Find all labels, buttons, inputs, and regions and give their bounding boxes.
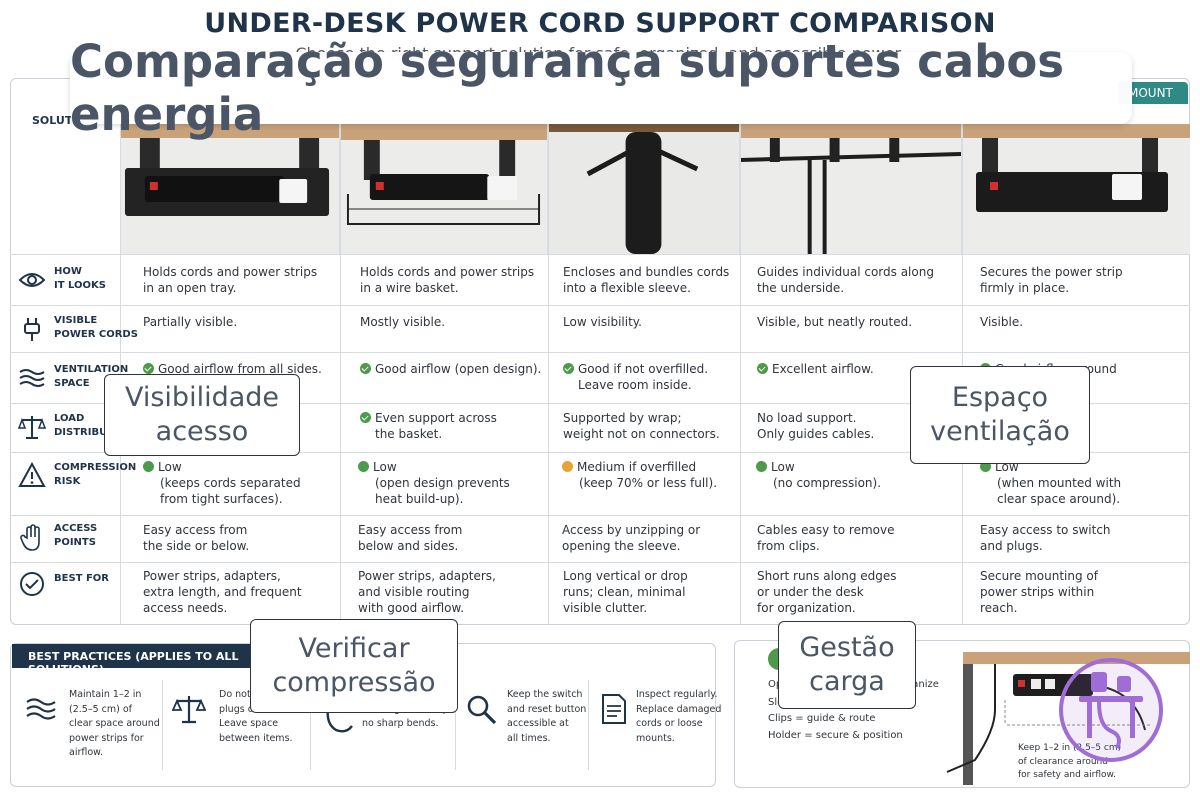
divider	[10, 305, 1190, 306]
check-icon	[563, 363, 574, 374]
divider	[10, 352, 1190, 353]
divider	[10, 403, 1190, 404]
table-cell: Good airflow (open design).	[360, 361, 541, 377]
status-dot	[358, 461, 369, 472]
legend-line: Op	[768, 679, 783, 690]
magnifier-icon	[464, 692, 498, 726]
table-cell: Visible, but neatly routed.	[757, 315, 913, 329]
status-dot	[143, 461, 154, 472]
document-icon	[597, 692, 631, 726]
callout-load: Gestão carga	[778, 621, 916, 709]
divider	[162, 680, 163, 770]
divider	[548, 124, 549, 624]
brand-logo	[1059, 658, 1163, 762]
plug-icon	[18, 315, 46, 343]
legend-line: rganize	[902, 679, 939, 690]
legend-line: Sle	[768, 697, 784, 708]
main-title: UNDER-DESK POWER CORD SUPPORT COMPARISON	[204, 8, 996, 39]
table-cell: Low visibility.	[563, 315, 642, 329]
table-cell: Supported by wrap;weight not on connecto…	[563, 411, 720, 441]
divider	[455, 680, 456, 770]
check-icon	[360, 363, 371, 374]
table-cell: Visible.	[980, 315, 1024, 329]
check-icon	[143, 363, 154, 374]
callout-compression: Verificar compressão	[250, 619, 458, 713]
table-cell: Power strips, adapters,extra length, and…	[143, 569, 302, 615]
mount-tab: MOUNT	[1118, 82, 1188, 104]
status-dot	[756, 461, 767, 472]
warning-icon	[18, 461, 46, 489]
cord-icon	[322, 704, 356, 738]
table-cell: Good airflow from all sides.	[143, 361, 322, 377]
title-banner: Comparação segurança suportes cabos ener…	[70, 35, 1132, 141]
status-dot	[562, 461, 573, 472]
photo-sleeve	[548, 124, 740, 254]
status-dot	[980, 461, 991, 472]
photo-mount	[962, 124, 1190, 254]
divider	[740, 124, 741, 624]
airflow-icon	[18, 364, 46, 392]
checkmark-circle-icon	[18, 570, 46, 598]
callout-ventilation: Espaço ventilação	[910, 366, 1090, 464]
table-cell: No load support.Only guides cables.	[757, 411, 875, 441]
divider	[340, 124, 341, 624]
airflow-icon	[24, 692, 58, 726]
callout-visibility: Visibilidade acesso	[104, 374, 300, 456]
divider	[10, 515, 1190, 516]
row-label-best-for: BEST FOR	[54, 573, 109, 584]
photo-clips	[740, 124, 962, 254]
divider	[310, 680, 311, 770]
table-cell: Excellent airflow.	[757, 361, 874, 377]
hand-icon	[18, 524, 46, 552]
check-icon	[360, 412, 371, 423]
table-cell: Mostly visible.	[360, 315, 446, 329]
clearance-note: Keep 1–2 in (2.5–5 cm)of clearance aroun…	[1018, 743, 1122, 780]
table-cell: Partially visible.	[143, 315, 238, 329]
divider	[10, 452, 1190, 453]
table-cell: Low(no compression).	[756, 459, 881, 491]
divider	[10, 254, 1190, 255]
legend-panel	[734, 640, 1190, 788]
table-cell: Power strips, adapters,and visible routi…	[358, 569, 496, 615]
scale-icon	[17, 413, 47, 441]
check-icon	[757, 363, 768, 374]
table-cell: Medium if overfilled(keep 70% or less fu…	[562, 459, 717, 491]
scale-icon	[171, 692, 207, 726]
table-cell: Good if not overfilled.Leave room inside…	[563, 361, 708, 393]
divider	[10, 562, 1190, 563]
divider	[588, 680, 589, 770]
photo-tray	[120, 124, 340, 254]
legend-line: Holder = secure & position	[768, 730, 903, 741]
legend-line: Clips = guide & route	[768, 713, 876, 724]
eye-icon	[18, 266, 46, 294]
photo-basket	[340, 124, 548, 254]
